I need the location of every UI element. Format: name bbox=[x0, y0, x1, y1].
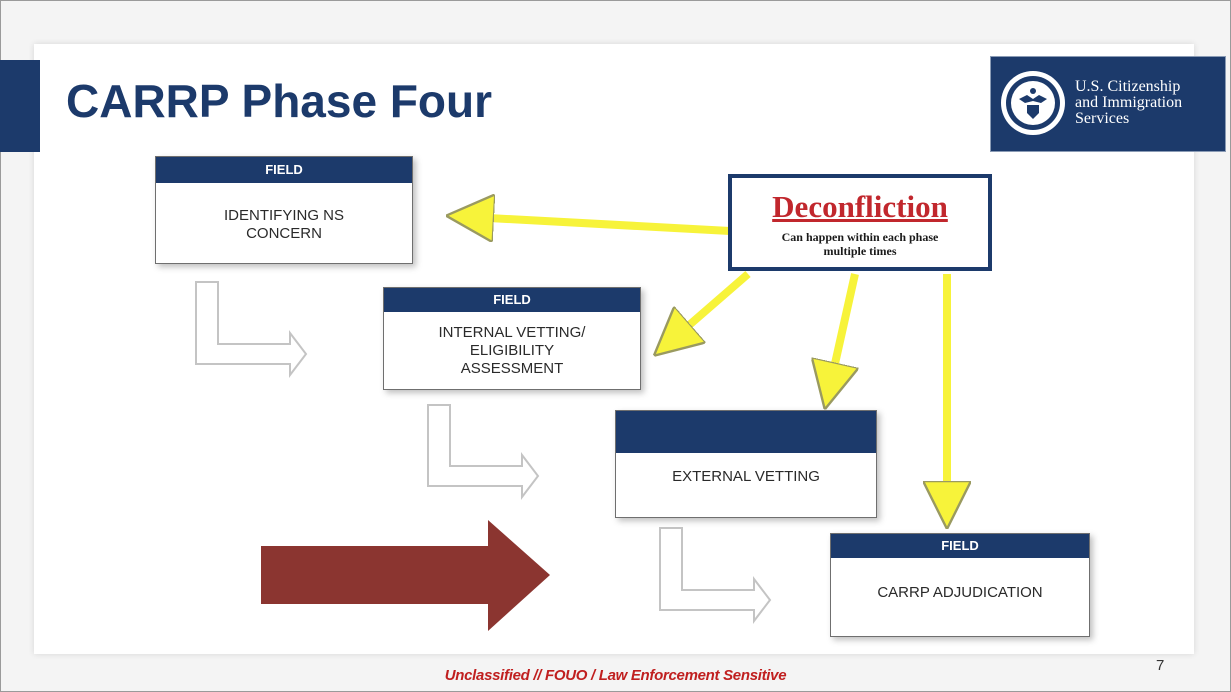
phase-label-line: IDENTIFYING NS bbox=[223, 207, 344, 224]
phase-label-line: ELIGIBILITY bbox=[469, 342, 555, 359]
phase-header: FIELD bbox=[384, 288, 640, 312]
deconfliction-arrow-internal bbox=[672, 270, 751, 340]
phase-header bbox=[616, 411, 876, 453]
deconfliction-callout: Deconfliction Can happen within each pha… bbox=[728, 174, 992, 271]
agency-name: U.S. Citizenship and Immigration Service… bbox=[1075, 79, 1223, 127]
classification-footer: Unclassified // FOUO / Law Enforcement S… bbox=[444, 667, 787, 684]
deconfliction-title: Deconfliction bbox=[772, 189, 948, 224]
agency-name-line: and Immigration bbox=[1075, 94, 1183, 111]
phase-header: FIELD bbox=[831, 534, 1089, 558]
uscis-logo-badge: U.S. Citizenship and Immigration Service… bbox=[990, 56, 1226, 152]
title-accent-bar bbox=[0, 60, 40, 152]
step-arrow-3 bbox=[659, 527, 772, 624]
dhs-seal-icon bbox=[1001, 71, 1065, 135]
deconfliction-note-line: multiple times bbox=[823, 244, 897, 258]
phase-label-line: CARRP ADJUDICATION bbox=[877, 584, 1043, 601]
step-arrow-2 bbox=[427, 404, 540, 500]
agency-name-line: Services bbox=[1075, 110, 1130, 127]
deconfliction-arrow-external bbox=[830, 273, 859, 386]
phase-label-line: INTERNAL VETTING/ bbox=[438, 324, 586, 341]
phase-box-internal-vetting: FIELD INTERNAL VETTING/ ELIGIBILITY ASSE… bbox=[383, 287, 641, 390]
phase-box-identifying-ns-concern: FIELD IDENTIFYING NS CONCERN bbox=[155, 156, 413, 264]
slide-title: CARRP Phase Four bbox=[66, 75, 493, 127]
agency-name-line: U.S. Citizenship bbox=[1075, 78, 1181, 95]
current-phase-arrow bbox=[261, 520, 550, 631]
slide-number: 7 bbox=[1156, 657, 1165, 674]
deconfliction-note: Can happen within each phase multiple ti… bbox=[732, 230, 988, 258]
phase-label-line: EXTERNAL VETTING bbox=[672, 468, 820, 485]
phase-label: CARRP ADJUDICATION bbox=[831, 558, 1089, 602]
phase-label: IDENTIFYING NS CONCERN bbox=[156, 183, 412, 243]
phase-label: INTERNAL VETTING/ ELIGIBILITY ASSESSMENT bbox=[384, 312, 640, 378]
phase-header: FIELD bbox=[156, 157, 412, 183]
phase-label-line: ASSESSMENT bbox=[460, 360, 564, 377]
deconfliction-note-line: Can happen within each phase bbox=[781, 230, 939, 244]
phase-label: EXTERNAL VETTING bbox=[616, 453, 876, 486]
phase-box-external-vetting: EXTERNAL VETTING bbox=[615, 410, 877, 518]
phase-label-line: CONCERN bbox=[246, 225, 322, 242]
step-arrow-1 bbox=[195, 281, 308, 378]
phase-box-carrp-adjudication: FIELD CARRP ADJUDICATION bbox=[830, 533, 1090, 637]
deconfliction-arrow-identifying bbox=[470, 217, 731, 231]
